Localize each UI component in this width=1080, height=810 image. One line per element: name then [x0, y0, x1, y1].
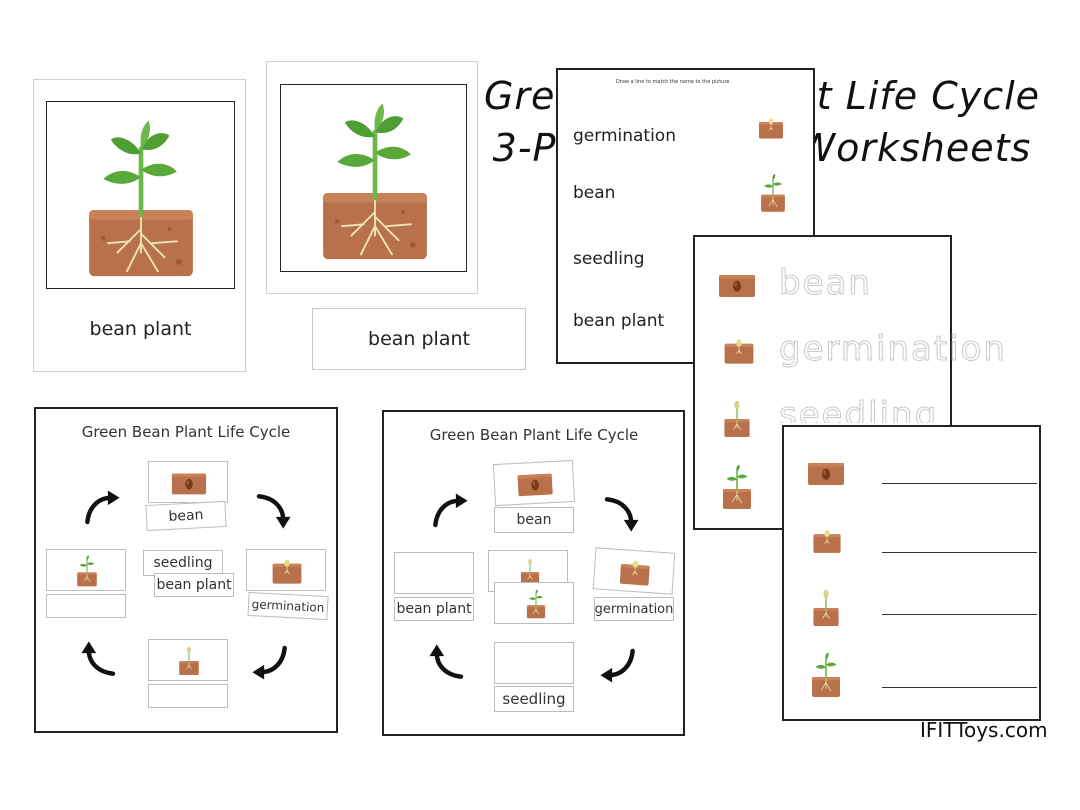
- trace-word-germination: germination: [779, 329, 1007, 370]
- top-picture-slot: [148, 461, 228, 503]
- match-word-2: bean: [573, 183, 616, 203]
- seedling-label-card[interactable]: seedling: [143, 550, 223, 576]
- arrow-bottom-right-icon-2: [596, 640, 640, 684]
- arrow-bottom-right-icon: [248, 637, 292, 681]
- writing-line-2[interactable]: [882, 552, 1037, 553]
- germination-label-text-2: germination: [594, 601, 674, 617]
- right-picture-slot-2: [592, 547, 676, 595]
- bean-label-text: bean: [168, 507, 204, 525]
- bean-thumbnail: [717, 265, 757, 305]
- life-cycle-title-left: Green Bean Plant Life Cycle: [81, 423, 291, 441]
- picture-card: [266, 61, 478, 294]
- card-picture-frame: [46, 101, 235, 289]
- life-cycle-title-right: Green Bean Plant Life Cycle: [429, 426, 639, 444]
- sprout-thumbnail: [719, 391, 755, 447]
- brand-watermark: IFITToys.com: [920, 718, 1048, 742]
- bean-plant-label-text: bean plant: [156, 577, 232, 593]
- left-picture-slot-2: [394, 552, 474, 594]
- bean-label-card[interactable]: bean: [145, 500, 227, 532]
- label-card-text: bean plant: [368, 328, 470, 350]
- bean-plant-label-card[interactable]: bean plant: [154, 573, 234, 597]
- match-word-3: seedling: [573, 249, 645, 269]
- match-word-4: bean plant: [573, 311, 665, 331]
- life-cycle-sheet-right: Green Bean Plant Life Cycle bean bean pl…: [382, 410, 685, 736]
- life-cycle-sheet-left: Green Bean Plant Life Cycle bean seedlin…: [34, 407, 338, 733]
- arrow-bottom-left-icon-2: [428, 640, 472, 684]
- germination-label-card-2[interactable]: germination: [594, 597, 674, 621]
- left-label-slot: [46, 594, 126, 618]
- germination-label-text: germination: [251, 597, 325, 615]
- writing-line-1[interactable]: [882, 483, 1037, 484]
- left-picture-slot: [46, 549, 126, 591]
- writing-line-3[interactable]: [882, 614, 1037, 615]
- bean-thumbnail-2: [806, 451, 846, 495]
- seedling-icon: [73, 552, 101, 590]
- seedling-thumbnail-2: [717, 457, 757, 517]
- right-picture-slot: [246, 549, 326, 591]
- worksheet-instruction: Draw a line to match the name to the pic…: [616, 79, 731, 85]
- bottom-picture-slot: [148, 639, 228, 681]
- seedling-label-text-2: seedling: [502, 690, 566, 708]
- germination-icon: [269, 552, 305, 590]
- arrow-top-left-icon-2: [428, 492, 472, 536]
- three-part-card-control: bean plant: [33, 79, 246, 372]
- card-label: bean plant: [89, 318, 192, 340]
- germination-thumbnail: [756, 110, 786, 146]
- germination-thumbnail-3: [810, 521, 844, 561]
- germination-thumbnail-2: [721, 331, 757, 371]
- germination-icon-2: [616, 552, 655, 592]
- seedling-label-card-2[interactable]: seedling: [494, 686, 574, 712]
- writing-line-4[interactable]: [882, 687, 1037, 688]
- bean-plant-illustration-2: [309, 93, 441, 265]
- seedling-thumbnail: [756, 166, 790, 220]
- top-picture-slot-2: [492, 459, 576, 507]
- writing-worksheet: [782, 425, 1041, 721]
- bean-icon-2: [515, 464, 555, 504]
- trace-word-bean: bean: [779, 263, 872, 304]
- bean-plant-illustration: [75, 110, 207, 282]
- bottom-label-slot: [148, 684, 228, 708]
- bean-plant-label-card-2[interactable]: bean plant: [394, 597, 474, 621]
- sprout-icon: [175, 642, 203, 680]
- bottom-picture-slot-2: [494, 642, 574, 684]
- match-word-1: germination: [573, 126, 676, 146]
- bean-icon: [170, 464, 208, 502]
- arrow-bottom-left-icon: [80, 637, 124, 681]
- arrow-top-right-icon-2: [596, 492, 640, 536]
- seedling-label-text: seedling: [153, 555, 213, 571]
- arrow-top-right-icon: [248, 489, 292, 533]
- germination-label-card[interactable]: germination: [247, 591, 329, 621]
- seedling-icon-2: [523, 585, 549, 623]
- trace-word-seedling: seedling: [779, 395, 939, 423]
- label-card: bean plant: [312, 308, 526, 370]
- bean-label-card-2[interactable]: bean: [494, 507, 574, 533]
- seedling-thumbnail-3: [806, 645, 846, 705]
- sprout-thumbnail-2: [808, 579, 844, 637]
- center-picture-card-2[interactable]: [494, 582, 574, 624]
- arrow-top-left-icon: [80, 489, 124, 533]
- card-picture-frame-2: [280, 84, 467, 272]
- bean-label-text-2: bean: [516, 512, 552, 528]
- bean-plant-label-text-2: bean plant: [396, 601, 472, 617]
